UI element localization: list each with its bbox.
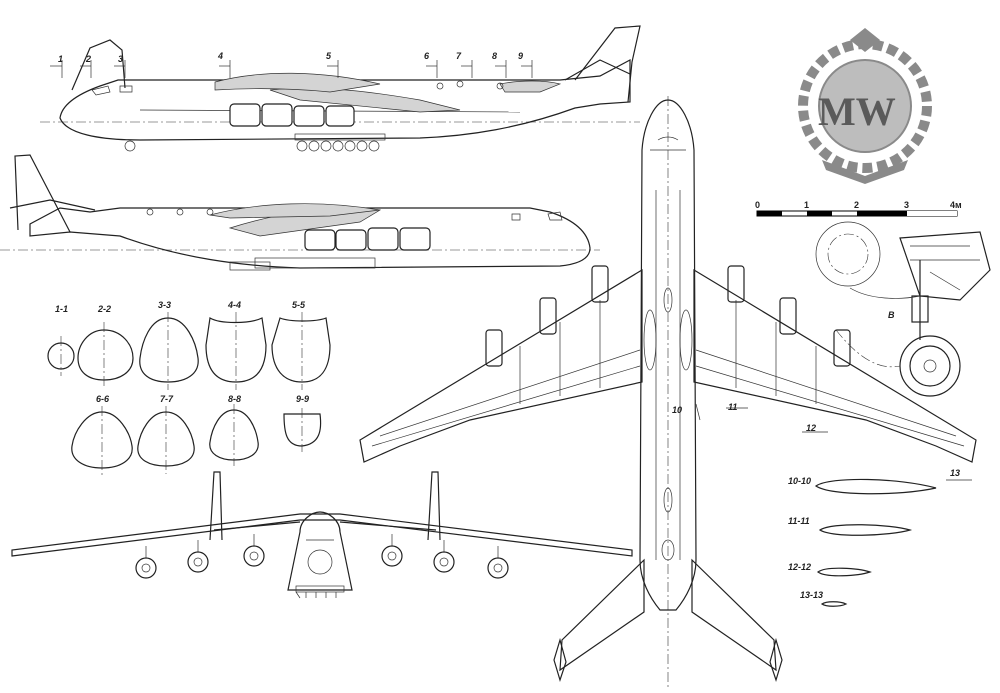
airfoil-label-13-13: 13-13 bbox=[800, 590, 823, 600]
scale-tick-2: 2 bbox=[854, 200, 859, 210]
side-view-lower bbox=[0, 154, 600, 271]
cut-label-9: 9 bbox=[518, 51, 523, 61]
scale-tick-1: 1 bbox=[804, 200, 809, 210]
scale-tick-0: 0 bbox=[755, 200, 760, 210]
cut-label-4: 4 bbox=[217, 51, 223, 61]
airfoil-label-12-12: 12-12 bbox=[788, 562, 811, 572]
front-view bbox=[11, 471, 633, 599]
section-shape-3-3 bbox=[139, 317, 199, 383]
section-label-1-1: 1-1 bbox=[55, 304, 68, 314]
plan-view: 10 11 12 13 bbox=[359, 96, 977, 690]
airfoil-shape-13-13 bbox=[820, 601, 848, 607]
section-shape-5-5 bbox=[271, 317, 331, 383]
section-shape-9-9 bbox=[283, 413, 322, 447]
detail-label-b: B bbox=[888, 310, 895, 320]
airfoil-shape-12-12 bbox=[816, 567, 872, 577]
cut-label-3: 3 bbox=[118, 54, 123, 64]
airfoil-label-10-10: 10-10 bbox=[788, 476, 811, 486]
scale-tick-3: 3 bbox=[904, 200, 909, 210]
section-label-6-6: 6-6 bbox=[96, 394, 110, 404]
cut-label-10: 10 bbox=[672, 405, 682, 415]
section-label-3-3: 3-3 bbox=[158, 300, 171, 310]
cut-label-1: 1 bbox=[58, 54, 63, 64]
section-label-9-9: 9-9 bbox=[296, 394, 309, 404]
cut-label-6: 6 bbox=[424, 51, 430, 61]
airfoil-sections: 10-10 11-11 12-12 13-13 bbox=[788, 476, 937, 607]
mw-emblem: MW bbox=[798, 28, 932, 184]
cut-label-13: 13 bbox=[950, 468, 960, 478]
cut-label-7: 7 bbox=[456, 51, 462, 61]
emblem-letters: MW bbox=[818, 89, 896, 134]
airfoil-shape-11-11 bbox=[818, 524, 913, 536]
airfoil-shape-10-10 bbox=[814, 478, 937, 495]
scale-bar: 0 1 2 3 4м bbox=[755, 200, 962, 217]
section-shape-2-2 bbox=[77, 329, 134, 381]
side-view-upper: 1 2 3 4 5 6 7 8 9 bbox=[40, 25, 641, 152]
cross-sections: 1-1 2-2 3-3 4-4 5-5 6-6 7-7 8-8 9-9 bbox=[47, 300, 331, 476]
cut-label-8: 8 bbox=[492, 51, 497, 61]
section-label-4-4: 4-4 bbox=[227, 300, 241, 310]
section-label-8-8: 8-8 bbox=[228, 394, 241, 404]
section-label-5-5: 5-5 bbox=[292, 300, 306, 310]
cut-label-2: 2 bbox=[85, 54, 91, 64]
section-shape-4-4 bbox=[205, 317, 267, 383]
section-label-2-2: 2-2 bbox=[97, 304, 111, 314]
cut-label-11: 11 bbox=[728, 402, 737, 412]
cut-label-12: 12 bbox=[806, 423, 816, 433]
section-label-7-7: 7-7 bbox=[160, 394, 174, 404]
cut-label-5: 5 bbox=[326, 51, 332, 61]
airfoil-label-11-11: 11-11 bbox=[788, 516, 810, 526]
landing-gear-detail: B bbox=[815, 221, 991, 397]
scale-tick-4: 4м bbox=[950, 200, 962, 210]
